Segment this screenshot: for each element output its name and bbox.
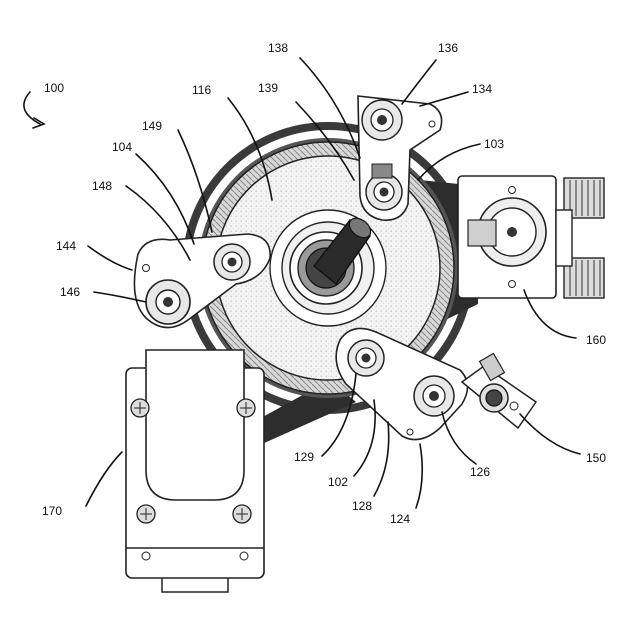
label-129: 129 bbox=[294, 450, 314, 464]
label-150: 150 bbox=[586, 451, 606, 465]
label-103: 103 bbox=[484, 137, 504, 151]
screw bbox=[131, 399, 149, 417]
label-170: 170 bbox=[42, 504, 62, 518]
motor-160 bbox=[458, 176, 604, 298]
housing-170 bbox=[126, 350, 264, 592]
label-146: 146 bbox=[60, 285, 80, 299]
label-139: 139 bbox=[258, 81, 278, 95]
adjuster-150 bbox=[462, 353, 536, 428]
roller-129 bbox=[348, 340, 384, 376]
pivot-146 bbox=[146, 280, 190, 324]
label-126: 126 bbox=[470, 465, 490, 479]
label-100: 100 bbox=[44, 81, 64, 95]
idler-roller-136 bbox=[362, 100, 402, 140]
label-124: 124 bbox=[390, 512, 410, 526]
screw bbox=[237, 399, 255, 417]
roller-103 bbox=[366, 174, 402, 210]
screw bbox=[233, 505, 251, 523]
roller-149 bbox=[214, 244, 250, 280]
label-102: 102 bbox=[328, 475, 348, 489]
label-128: 128 bbox=[352, 499, 372, 513]
screw bbox=[137, 505, 155, 523]
label-138: 138 bbox=[268, 41, 288, 55]
label-104: 104 bbox=[112, 140, 132, 154]
label-116: 116 bbox=[192, 83, 211, 97]
label-160: 160 bbox=[586, 333, 606, 347]
label-136: 136 bbox=[438, 41, 458, 55]
label-148: 148 bbox=[92, 179, 112, 193]
label-149: 149 bbox=[142, 119, 162, 133]
label-144: 144 bbox=[56, 239, 76, 253]
label-134: 134 bbox=[472, 82, 492, 96]
roller-126 bbox=[414, 376, 454, 416]
